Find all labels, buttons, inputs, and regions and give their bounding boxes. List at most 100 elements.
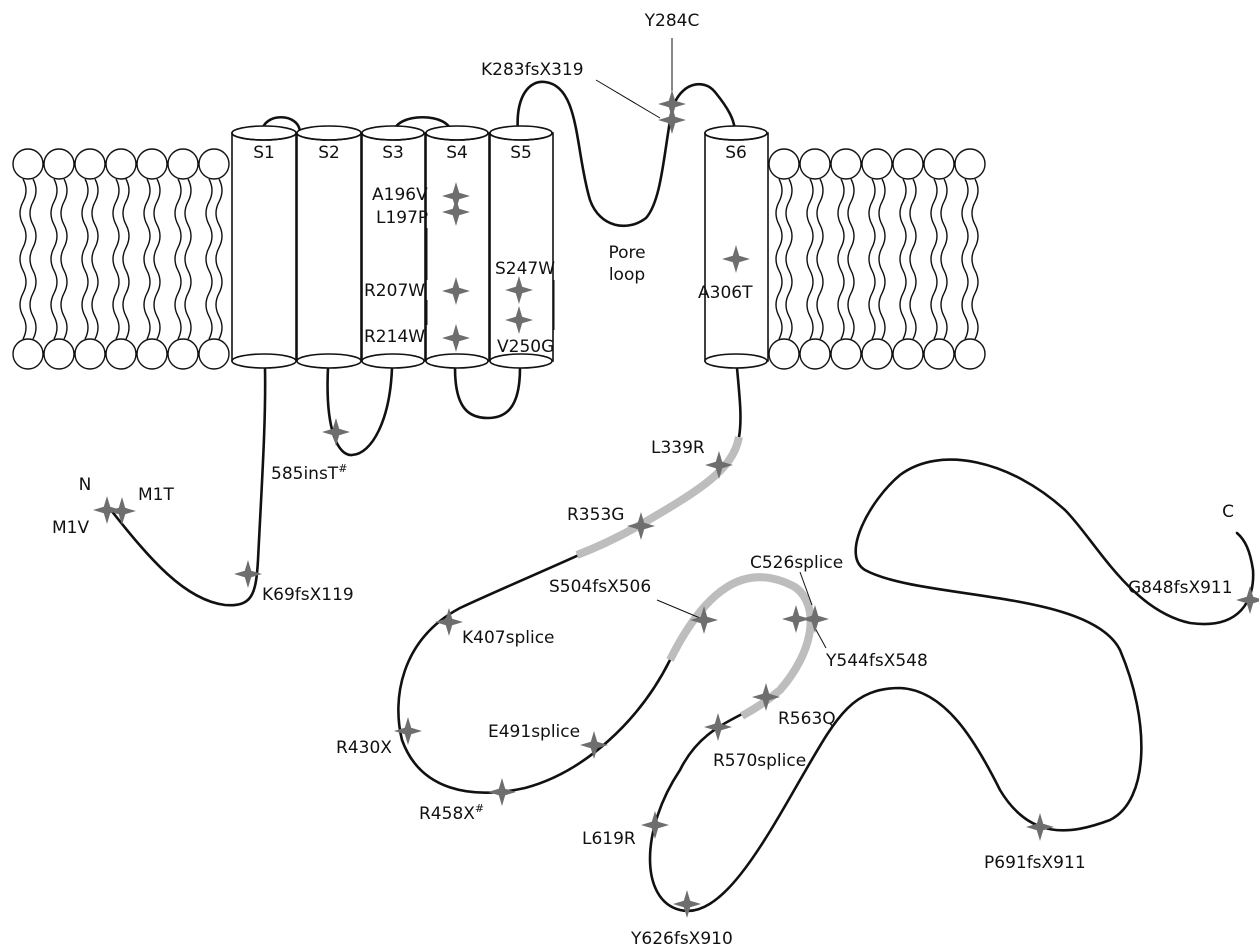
star-g848fsx911-icon [1236, 586, 1259, 614]
label-y626fsx910: Y626fsX910 [630, 929, 733, 948]
labels: S1 S2 S3 S4 S5 S6 Pore loop N C M1T M1V … [52, 11, 1234, 948]
c-terminal-segment [397, 366, 1255, 913]
lipid-tail [50, 178, 58, 340]
label-r458x: R458X# [419, 802, 484, 824]
star-y284c-icon [658, 90, 686, 118]
lipid-head [105, 338, 137, 370]
label-a306t: A306T [698, 283, 753, 303]
helix-s4 [425, 125, 490, 369]
star-a306t-icon [722, 245, 750, 273]
lipid-tail [806, 178, 814, 340]
star-l197p-icon [442, 198, 470, 226]
label-r214w: R214W [364, 327, 425, 347]
star-c526splice-2-icon [801, 605, 829, 633]
star-r458x-icon [488, 778, 516, 806]
lipid-tail [184, 178, 192, 340]
label-585inst-text: 585insT [271, 464, 339, 484]
label-v250g: V250G [497, 337, 554, 357]
helix-label-s1: S1 [253, 143, 275, 163]
helix-s5 [489, 125, 554, 369]
lipid-head [768, 148, 800, 180]
star-k69fsx119-icon [234, 560, 262, 588]
label-r207w: R207W [364, 281, 425, 301]
star-e491splice-icon [580, 731, 608, 759]
lipid-tail [899, 178, 907, 340]
n-terminus-label: N [79, 475, 92, 495]
lipid-tail [143, 178, 151, 340]
helix-label-s5: S5 [510, 143, 532, 163]
lipid-tail [122, 178, 130, 340]
helix-rims [231, 132, 768, 141]
lipid-tail [878, 178, 886, 340]
label-k283fsx319: K283fsX319 [481, 60, 584, 80]
lipid-tail [153, 178, 161, 340]
star-m1t-icon [108, 497, 136, 525]
lipid-head [923, 338, 955, 370]
lipid-tail [215, 178, 223, 340]
label-s504fsx506: S504fsX506 [549, 577, 651, 597]
label-r353g: R353G [567, 505, 624, 525]
star-r214w-icon [442, 324, 470, 352]
lipid-head [799, 338, 831, 370]
lipid-head [43, 148, 75, 180]
star-k407splice-icon [435, 608, 463, 636]
lipid-tail [971, 178, 979, 340]
helix-label-s4: S4 [446, 143, 468, 163]
lipid-head [799, 148, 831, 180]
helices [231, 125, 769, 369]
lipid-head [923, 148, 955, 180]
label-l339r: L339R [651, 438, 705, 458]
lipid-head [136, 148, 168, 180]
label-e491splice: E491splice [488, 722, 580, 742]
lipid-head [954, 338, 986, 370]
c-terminus-label: C [1222, 502, 1234, 522]
lipid-head [12, 148, 44, 180]
label-585inst-mark: # [338, 462, 347, 475]
lipid-tail [29, 178, 37, 340]
label-r458x-mark: # [475, 802, 484, 815]
label-585inst: 585insT# [271, 462, 347, 484]
lipid-head [830, 148, 862, 180]
lipid-head [74, 148, 106, 180]
star-a196v-icon [442, 182, 470, 210]
lipid-tail [940, 178, 948, 340]
lipid-tail [60, 178, 68, 340]
label-l619r: L619R [582, 829, 636, 849]
lipid-tail [205, 178, 213, 340]
loop-s4-s5 [453, 366, 522, 420]
lipid-head [136, 338, 168, 370]
star-y626fsx910-icon [673, 890, 701, 918]
helix-label-s6: S6 [725, 143, 747, 163]
pore-loop-label-line2: loop [609, 265, 645, 285]
label-k407splice: K407splice [462, 628, 555, 648]
n-terminal-segment [105, 366, 267, 607]
lipid-tail [847, 178, 855, 340]
lipid-head [167, 148, 199, 180]
label-g848fsx911: G848fsX911 [1128, 578, 1233, 598]
helix-s1 [231, 125, 297, 369]
lipid-tail [112, 178, 120, 340]
pore-loop-label-line1: Pore [608, 243, 645, 263]
highlight-domain-1 [575, 436, 743, 559]
loop-s2-s3 [326, 366, 394, 457]
lipid-head [12, 338, 44, 370]
lipid-head [198, 148, 230, 180]
helix-s3 [361, 125, 426, 369]
star-l339r-icon [705, 451, 733, 479]
label-r570splice: R570splice [713, 751, 806, 771]
label-m1t: M1T [138, 485, 174, 505]
label-m1v: M1V [52, 518, 89, 538]
helix-label-s3: S3 [382, 143, 404, 163]
lipid-head [768, 338, 800, 370]
label-r563q: R563Q [778, 709, 836, 729]
lipid-tail [930, 178, 938, 340]
star-r353g-icon [627, 512, 655, 540]
lipid-head [105, 148, 137, 180]
highlight-domain-2 [666, 573, 815, 720]
star-r207w-icon [442, 277, 470, 305]
lipid-tail [785, 178, 793, 340]
star-v250g-icon [505, 306, 533, 334]
star-p691fsx911-icon [1026, 813, 1054, 841]
lipid-head [861, 338, 893, 370]
